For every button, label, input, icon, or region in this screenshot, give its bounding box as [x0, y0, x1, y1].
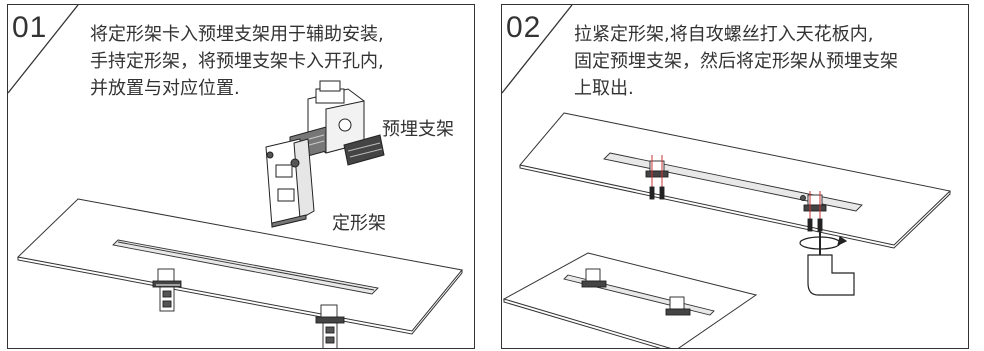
step-number-divider	[8, 5, 79, 94]
step-number-divider	[502, 5, 573, 94]
installed-bracket-right	[315, 304, 345, 348]
instruction-line: 上取出.	[574, 78, 634, 99]
callout-forming-frame: 定形架	[332, 213, 386, 234]
instruction-line: 并放置与对应位置.	[90, 78, 240, 99]
instruction-line: 拉紧定形架,将自攻螺丝打入天花板内,	[574, 24, 874, 45]
fixed-bracket-left	[645, 155, 669, 200]
step-2-panel: 02 拉紧定形架,将自攻螺丝打入天花板内, 固定预埋支架，然后将定形架从预埋支架…	[501, 4, 969, 349]
mounting-slot	[112, 239, 379, 295]
step-number: 01	[12, 11, 48, 44]
instruction-line: 将定形架卡入预埋支架用于辅助安装,	[90, 24, 384, 45]
screwdriver-hand-icon	[807, 231, 855, 296]
forming-frame	[265, 138, 315, 228]
rotation-arrow-icon	[799, 236, 848, 250]
step-1-illustration	[16, 80, 463, 348]
step-1-panel: 01 将定形架卡入预埋支架用于辅助安装, 手持定形架，将预埋支架卡入开孔内, 并…	[7, 4, 475, 349]
ceiling-board	[16, 198, 463, 335]
callout-embedded-bracket: 预埋支架	[382, 119, 454, 140]
step-instructions: 将定形架卡入预埋支架用于辅助安装, 手持定形架，将预埋支架卡入开孔内, 并放置与…	[90, 21, 470, 102]
step-instructions: 拉紧定形架,将自攻螺丝打入天花板内, 固定预埋支架，然后将定形架从预埋支架 上取…	[574, 21, 954, 102]
instruction-line: 固定预埋支架，然后将定形架从预埋支架	[574, 51, 898, 72]
step-2-illustration	[502, 112, 952, 348]
fixed-bracket-right	[800, 191, 827, 232]
mounting-slot-upper	[603, 152, 863, 212]
instruction-line: 手持定形架，将预埋支架卡入开孔内,	[90, 51, 384, 72]
installed-bracket-left	[152, 268, 182, 312]
ceiling-board-lower	[502, 252, 758, 348]
lower-bracket-left	[581, 268, 607, 288]
ceiling-board-upper	[519, 112, 952, 249]
step-number: 02	[506, 11, 542, 44]
lower-bracket-right	[665, 296, 691, 316]
